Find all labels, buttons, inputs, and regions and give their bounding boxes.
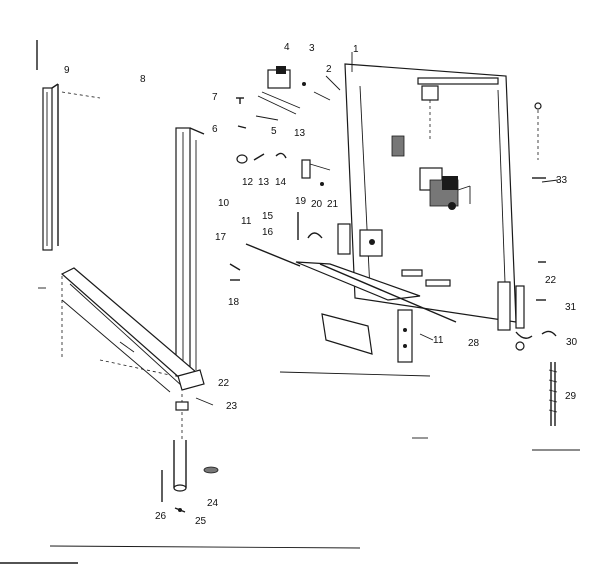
part-29-spring (548, 362, 558, 426)
lower-panel-brackets (321, 309, 413, 363)
callout-20: 20 (311, 199, 323, 210)
bottom-hinge-parts (161, 394, 219, 513)
bottom-rail (60, 267, 205, 393)
callout-24: 24 (207, 498, 219, 509)
part-8-outer-panel-outline (61, 91, 171, 376)
callout-5: 5 (271, 126, 277, 137)
callout-1: 1 (353, 44, 359, 55)
callout-33: 33 (556, 175, 568, 186)
callout-22-right: 22 (545, 275, 557, 286)
long-rod-parts (245, 243, 457, 323)
right-hinge-brackets (497, 261, 557, 351)
callout-29: 29 (565, 391, 577, 402)
callout-4: 4 (284, 42, 290, 53)
baseline-marks (0, 287, 580, 564)
callout-15: 15 (262, 211, 274, 222)
callout-13-lower: 13 (258, 177, 270, 188)
callout-9: 9 (64, 65, 70, 76)
top-hinge-parts (236, 66, 331, 129)
small-hardware-group (236, 152, 383, 257)
part-10-side-rail (175, 127, 205, 377)
callout-8: 8 (140, 74, 146, 85)
callout-2: 2 (326, 64, 332, 75)
callout-7: 7 (212, 92, 218, 103)
callout-22-lower: 22 (218, 378, 230, 389)
callout-19: 19 (295, 196, 307, 207)
part-9-left-side-strip (42, 83, 59, 251)
callout-12: 12 (242, 177, 254, 188)
callout-17: 17 (215, 232, 227, 243)
part-18-spacer (229, 263, 241, 281)
callout-28: 28 (468, 338, 480, 349)
callout-13-upper: 13 (294, 128, 306, 139)
callout-31: 31 (565, 302, 577, 313)
part-33-pin (532, 102, 546, 179)
callout-10: 10 (218, 198, 230, 209)
callout-25: 25 (195, 516, 207, 527)
callout-14: 14 (275, 177, 287, 188)
callout-16: 16 (262, 227, 274, 238)
leader-lines (195, 52, 559, 406)
callout-26: 26 (155, 511, 167, 522)
callout-21: 21 (327, 199, 339, 210)
callout-23: 23 (226, 401, 238, 412)
callout-11-upper: 11 (241, 216, 252, 227)
latch-assembly (391, 135, 471, 210)
callout-11-lower: 11 (433, 335, 444, 346)
callout-3: 3 (309, 43, 315, 54)
callout-30: 30 (566, 337, 578, 348)
callout-18: 18 (228, 297, 240, 308)
callout-6: 6 (212, 124, 218, 135)
